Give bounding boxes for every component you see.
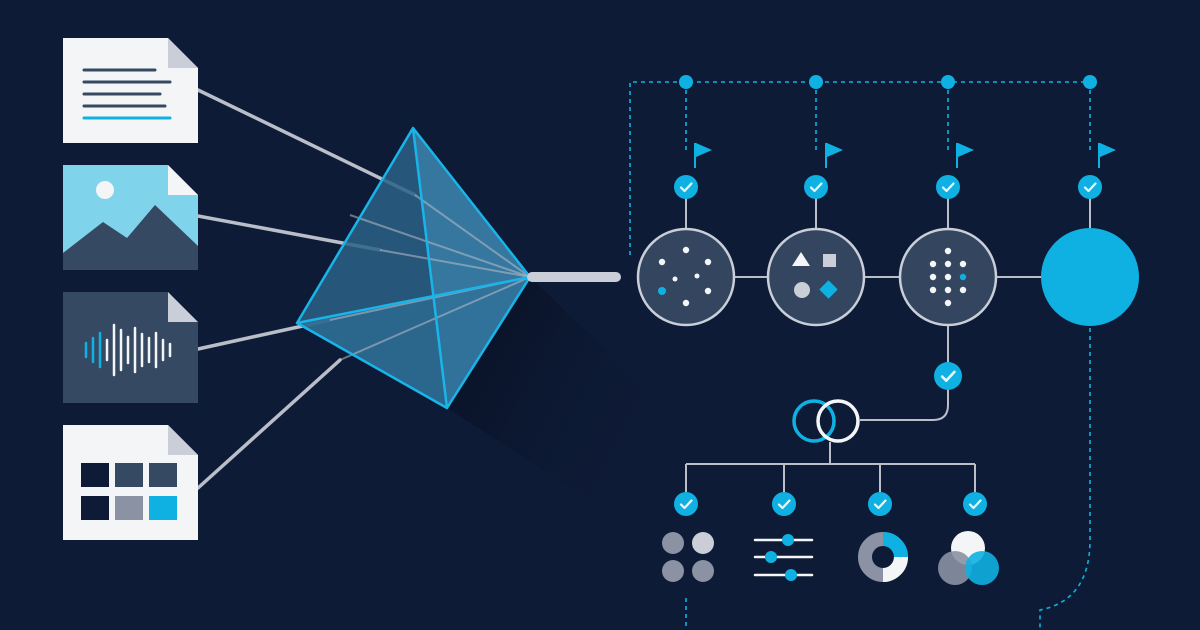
check-icon — [963, 492, 987, 516]
donut-chart-icon[interactable] — [858, 532, 908, 582]
check-icon — [936, 175, 960, 199]
cluster-dots-icon[interactable] — [662, 532, 714, 582]
image-icon — [63, 181, 198, 270]
sliders-icon[interactable] — [753, 534, 814, 581]
check-icon — [772, 492, 796, 516]
prism — [295, 126, 532, 410]
shapes-icon — [792, 252, 838, 299]
document-text-icon — [82, 68, 172, 120]
stage-node-dot-grid[interactable] — [898, 227, 998, 327]
audio-waveform-icon — [84, 323, 172, 377]
table-grid-icon — [81, 463, 177, 520]
flags — [694, 143, 1116, 168]
stage-node-shapes[interactable] — [766, 227, 866, 327]
output-check-badges — [674, 492, 987, 516]
flag-icon — [1098, 143, 1116, 168]
prism-shadow — [447, 277, 700, 520]
stage-check-badges — [674, 175, 1102, 199]
network-node — [1083, 75, 1097, 89]
stage-node-filled-target[interactable] — [1041, 228, 1139, 326]
network-nodes — [679, 75, 1097, 89]
stage-node-scattered-dots[interactable] — [636, 227, 736, 327]
flag-icon — [825, 143, 843, 168]
check-icon — [934, 362, 962, 390]
flag-icon — [956, 143, 974, 168]
scattered-dots-icon — [658, 246, 712, 307]
linked-rings-icon[interactable] — [792, 399, 860, 443]
input-audio-document[interactable] — [63, 292, 198, 403]
check-icon — [868, 492, 892, 516]
dashed-network — [629, 81, 1091, 630]
venn-overlap-icon[interactable] — [938, 531, 999, 585]
check-icon — [674, 492, 698, 516]
flag-icon — [694, 143, 712, 168]
check-icon — [674, 175, 698, 199]
network-node — [809, 75, 823, 89]
dot-grid-icon — [929, 247, 967, 307]
input-image-document[interactable] — [63, 165, 198, 270]
network-node — [679, 75, 693, 89]
network-node — [941, 75, 955, 89]
input-table-document[interactable] — [63, 425, 198, 540]
input-text-document[interactable] — [63, 38, 198, 143]
check-icon — [1078, 175, 1102, 199]
check-icon — [804, 175, 828, 199]
